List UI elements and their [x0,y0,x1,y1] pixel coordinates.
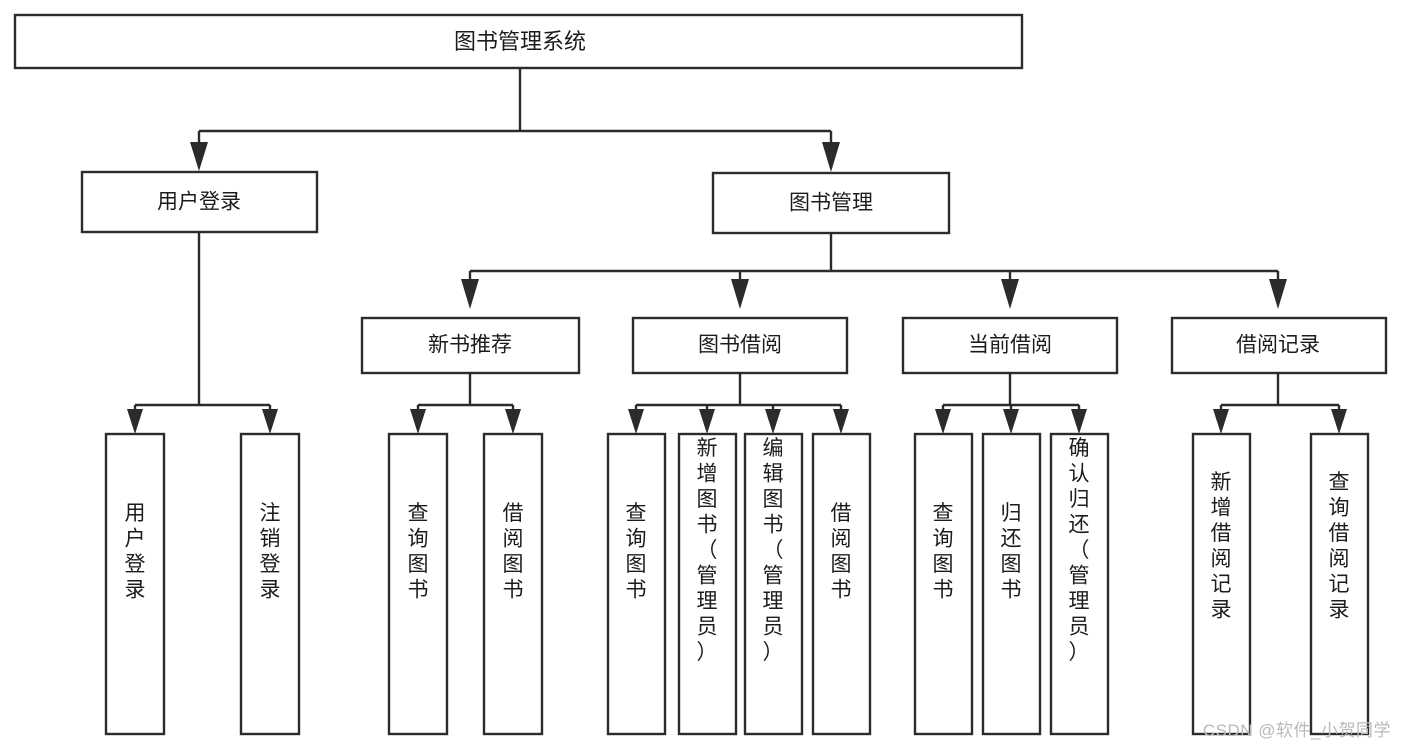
arrow-head-book-manage [822,142,840,172]
node-leaf-user-logout[interactable]: 注销登录 [239,432,301,736]
connector-layer [127,68,1347,434]
node-leaf-query-book-3-label: 查询图书 [933,502,954,602]
node-leaf-query-record-box[interactable] [1309,432,1370,736]
node-leaf-user-login-box[interactable] [104,432,166,736]
arrow-head-leaf-return-book [1003,409,1019,434]
node-leaf-confirm-return-box[interactable] [1049,432,1110,736]
node-leaf-borrow-book-2-box[interactable] [811,432,872,736]
node-root-box[interactable] [13,13,1024,70]
node-leaf-return-book-box[interactable] [981,432,1042,736]
node-root[interactable]: 图书管理系统 [13,13,1024,70]
node-leaf-query-record-label: 查询借阅记录 [1329,471,1350,622]
node-book-borrow[interactable]: 图书借阅 [631,316,849,375]
node-leaf-borrow-book-1[interactable]: 借阅图书 [482,432,544,736]
node-current-borrow[interactable]: 当前借阅 [901,316,1119,375]
node-user-login-box[interactable] [80,170,319,234]
node-leaf-query-book-1-box[interactable] [387,432,449,736]
node-leaf-user-logout-label: 注销登录 [260,502,281,602]
node-user-login[interactable]: 用户登录 [80,170,319,234]
node-leaf-add-record-label: 新增借阅记录 [1211,471,1232,622]
watermark-label: CSDN @软件_小贺同学 [1202,721,1391,740]
arrow-head-leaf-query-book-1 [410,409,426,434]
arrow-head-leaf-edit-book [765,409,781,434]
node-leaf-return-book[interactable]: 归还图书 [981,432,1042,736]
node-root-label: 图书管理系统 [454,29,586,54]
arrow-head-leaf-borrow-book-2 [833,409,849,434]
node-leaf-borrow-book-1-box[interactable] [482,432,544,736]
node-book-borrow-box[interactable] [631,316,849,375]
node-leaf-user-login-label: 用户登录 [125,502,146,602]
arrow-head-leaf-add-book [699,409,715,434]
node-leaf-query-book-1[interactable]: 查询图书 [387,432,449,736]
arrow-head-leaf-query-record [1331,409,1347,434]
node-new-book-recommend-label: 新书推荐 [428,334,512,357]
node-leaf-query-record[interactable]: 查询借阅记录 [1309,432,1370,736]
arrow-head-leaf-query-book-3 [935,409,951,434]
node-leaf-edit-book-label: 编辑图书（管理员） [763,437,784,664]
node-leaf-query-book-3-box[interactable] [913,432,974,736]
node-leaf-query-book-2-box[interactable] [606,432,667,736]
node-leaf-add-record[interactable]: 新增借阅记录 [1191,432,1252,736]
node-leaf-edit-book-box[interactable] [743,432,804,736]
arrow-head-leaf-query-book-2 [628,409,644,434]
node-leaf-user-logout-box[interactable] [239,432,301,736]
node-leaf-confirm-return-label: 确认归还（管理员） [1069,437,1090,664]
node-user-login-label: 用户登录 [157,191,241,214]
arrow-head-borrow-record [1269,279,1287,309]
node-leaf-query-book-3[interactable]: 查询图书 [913,432,974,736]
arrow-head-leaf-user-login [127,409,143,434]
arrow-head-leaf-borrow-book-1 [505,409,521,434]
node-current-borrow-label: 当前借阅 [968,334,1052,357]
node-borrow-record-box[interactable] [1170,316,1388,375]
node-borrow-record[interactable]: 借阅记录 [1170,316,1388,375]
node-leaf-query-book-2[interactable]: 查询图书 [606,432,667,736]
node-new-book-recommend[interactable]: 新书推荐 [360,316,581,375]
node-book-borrow-label: 图书借阅 [698,334,782,357]
node-book-manage-box[interactable] [711,171,951,235]
node-borrow-record-label: 借阅记录 [1236,334,1320,357]
arrow-head-book-borrow [731,279,749,309]
node-leaf-borrow-book-1-label: 借阅图书 [503,502,524,602]
arrow-head-user-login [190,142,208,171]
node-leaf-edit-book[interactable]: 编辑图书（管理员） [743,432,804,736]
arrow-head-leaf-user-logout [262,409,278,434]
node-book-manage-label: 图书管理 [789,192,873,215]
arrow-head-leaf-confirm-return [1071,409,1087,434]
node-leaf-add-book-box[interactable] [677,432,738,736]
node-leaf-add-book-label: 新增图书（管理员） [697,437,718,664]
node-leaf-query-book-1-label: 查询图书 [408,502,429,602]
node-book-manage[interactable]: 图书管理 [711,171,951,235]
node-leaf-user-login[interactable]: 用户登录 [104,432,166,736]
node-leaf-query-book-2-label: 查询图书 [626,502,647,602]
arrow-head-new-book-recommend [461,279,479,309]
node-leaf-return-book-label: 归还图书 [1001,502,1022,602]
node-leaf-borrow-book-2-label: 借阅图书 [831,502,852,602]
arrow-head-current-borrow [1001,279,1019,309]
node-leaf-confirm-return[interactable]: 确认归还（管理员） [1049,432,1110,736]
node-current-borrow-box[interactable] [901,316,1119,375]
arrow-head-leaf-add-record [1213,409,1229,434]
node-leaf-borrow-book-2[interactable]: 借阅图书 [811,432,872,736]
node-leaf-add-record-box[interactable] [1191,432,1252,736]
node-new-book-recommend-box[interactable] [360,316,581,375]
node-leaf-add-book[interactable]: 新增图书（管理员） [677,432,738,736]
